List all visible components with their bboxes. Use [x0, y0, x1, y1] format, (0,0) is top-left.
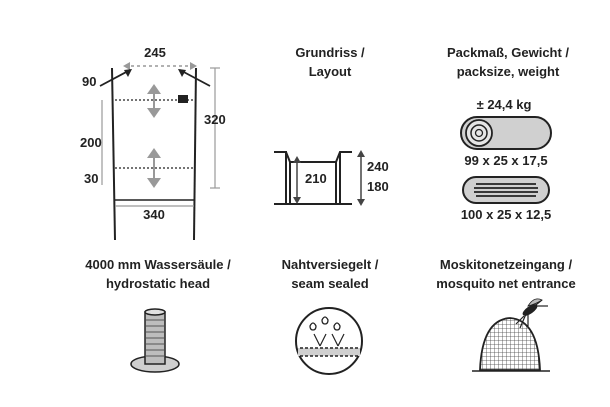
layout-profile-svg: [274, 150, 365, 206]
floorplan-width-bottom: 340: [143, 207, 165, 222]
seams-line2: seam sealed: [291, 276, 369, 291]
rolled-bag-svg: [460, 116, 552, 150]
seam-sealed-svg: [295, 307, 363, 375]
mosquito-net-icon: [470, 296, 556, 376]
floorplan-vestibule-side: 90: [82, 74, 97, 89]
hydrostatic-line2: hydrostatic head: [105, 276, 211, 291]
water-column-icon: [128, 304, 182, 374]
floorplan-vestibule-end: 30: [84, 171, 99, 186]
layout-title-line1: Grundriss /: [295, 45, 365, 60]
water-column-svg: [130, 308, 180, 373]
floorplan-inner-length: 200: [80, 135, 102, 150]
packsize-title-line1: Packmaß, Gewicht /: [446, 45, 570, 60]
flat-bag-svg: [462, 176, 550, 204]
floorplan-diagram: [70, 40, 240, 241]
layout-outer-height-bottom: 180: [367, 179, 389, 194]
packsize-pack1-dims: 99 x 25 x 17,5: [464, 153, 548, 168]
floorplan-total-length: 320: [204, 112, 226, 127]
mosquito-net-svg: [472, 298, 550, 372]
packsize-title-line2: packsize, weight: [456, 64, 560, 79]
packsize-weight: ± 24,4 kg: [476, 97, 532, 112]
pack-bag-flat-icon: [462, 176, 550, 204]
layout-outer-height-top: 240: [367, 159, 389, 174]
seams-line1: Nahtversiegelt /: [281, 257, 379, 272]
seam-sealed-icon: [294, 306, 364, 376]
layout-title-line2: Layout: [308, 64, 352, 79]
packsize-pack2-dims: 100 x 25 x 12,5: [460, 207, 552, 222]
floorplan-width-top: 245: [144, 45, 166, 60]
mosquito-line2: mosquito net entrance: [436, 276, 576, 291]
hydrostatic-line1: 4000 mm Wassersäule /: [85, 257, 231, 272]
layout-side-profile: [270, 148, 370, 208]
layout-inner-height: 210: [305, 171, 327, 186]
pack-bag-rolled-icon: [460, 116, 552, 150]
floorplan-svg: [99, 62, 220, 241]
mosquito-line1: Moskitonetzeingang /: [439, 257, 573, 272]
